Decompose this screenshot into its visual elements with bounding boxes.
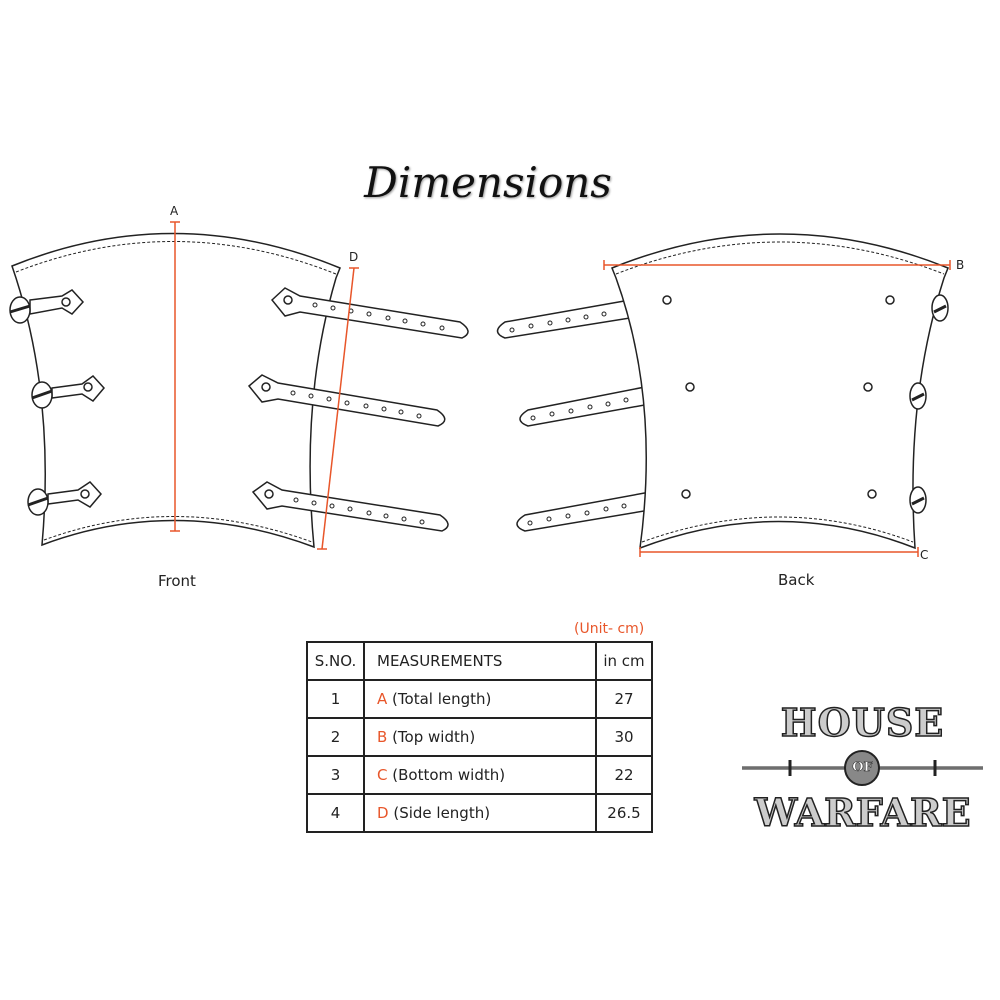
- row-measurement: C (Bottom width): [363, 755, 597, 795]
- row-letter: C: [377, 766, 388, 784]
- header-value: in cm: [595, 641, 653, 681]
- strap: [247, 374, 446, 427]
- logo-line-3: WARFARE: [754, 789, 972, 836]
- table-row: 4 D (Side length) 26.5: [306, 793, 653, 833]
- strap: [496, 299, 631, 339]
- buckle: [909, 382, 927, 410]
- strap: [519, 385, 651, 427]
- house-of-warfare-logo: HOUSE OF WARFARE: [740, 699, 985, 836]
- row-label: (Side length): [393, 804, 491, 822]
- row-sno: 4: [306, 793, 365, 833]
- front-bracer: [9, 232, 469, 549]
- buckle: [9, 289, 85, 324]
- dimension-line-b: [603, 260, 951, 270]
- table-row: 3 C (Bottom width) 22: [306, 755, 653, 795]
- buckle: [931, 294, 949, 322]
- dimension-line-d: [317, 267, 359, 550]
- label-c: C: [920, 548, 929, 562]
- logo-emblem-row: OF: [740, 748, 985, 788]
- label-a: A: [170, 204, 179, 218]
- sword-shield-emblem: [742, 750, 983, 786]
- row-label: (Bottom width): [392, 766, 506, 784]
- strap: [270, 287, 469, 339]
- header-measurements: MEASUREMENTS: [363, 641, 597, 681]
- table-row: 2 B (Top width) 30: [306, 717, 653, 757]
- unit-note: (Unit- cm): [574, 621, 645, 637]
- back-label: Back: [778, 571, 815, 589]
- logo-line-1: HOUSE: [780, 699, 945, 746]
- row-letter: A: [377, 690, 388, 708]
- row-sno: 2: [306, 717, 365, 757]
- row-sno: 3: [306, 755, 365, 795]
- strap: [251, 481, 449, 532]
- row-value: 30: [595, 717, 653, 757]
- row-value: 26.5: [595, 793, 653, 833]
- page-title: Dimensions: [364, 158, 612, 207]
- header-sno: S.NO.: [306, 641, 365, 681]
- measurements-table: S.NO. MEASUREMENTS in cm 1 A (Total leng…: [306, 641, 653, 833]
- label-d: D: [349, 250, 359, 264]
- front-label: Front: [158, 572, 196, 590]
- row-letter: D: [377, 804, 389, 822]
- table-header: S.NO. MEASUREMENTS in cm: [306, 641, 653, 681]
- dimension-line-a: [170, 221, 180, 532]
- row-value: 27: [595, 679, 653, 719]
- buckle: [31, 374, 105, 409]
- row-measurement: B (Top width): [363, 717, 597, 757]
- label-b: B: [956, 258, 965, 272]
- dimension-line-c: [639, 547, 919, 557]
- table-row: 1 A (Total length) 27: [306, 679, 653, 719]
- strap: [516, 491, 651, 532]
- row-measurement: A (Total length): [363, 679, 597, 719]
- row-measurement: D (Side length): [363, 793, 597, 833]
- row-label: (Total length): [392, 690, 492, 708]
- logo-line-2: OF: [852, 760, 873, 776]
- buckle: [27, 481, 102, 516]
- back-bracer: [496, 233, 949, 550]
- buckle: [909, 486, 927, 514]
- row-label: (Top width): [392, 728, 476, 746]
- row-value: 22: [595, 755, 653, 795]
- row-letter: B: [377, 728, 388, 746]
- row-sno: 1: [306, 679, 365, 719]
